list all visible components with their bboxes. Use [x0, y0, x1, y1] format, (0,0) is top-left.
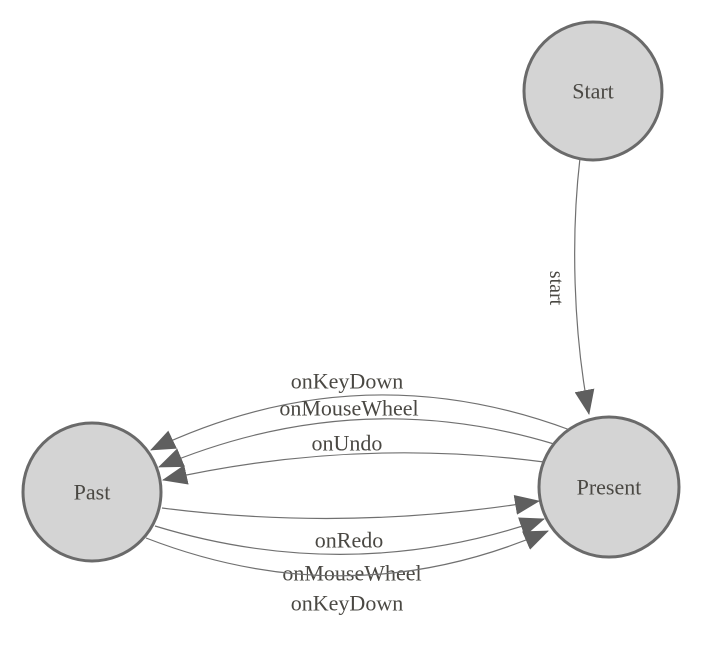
edge-present-to-past: onMouseWheel [158, 396, 555, 468]
edge-past-to-present: onMouseWheel [154, 517, 545, 586]
edge-present-to-past: onKeyDown [150, 369, 571, 451]
node-present-label: Present [577, 475, 642, 500]
edge-label: onRedo [315, 528, 383, 553]
edge-present-past-path[interactable] [162, 452, 545, 485]
node-start-label: Start [572, 79, 614, 104]
edge-present-past-path[interactable] [158, 418, 555, 468]
node-start-circle[interactable] [522, 20, 664, 162]
edge-label: onKeyDown [291, 591, 403, 616]
node-past-label: Past [74, 480, 111, 505]
edge-start-present-path[interactable] [574, 157, 595, 415]
node-past-circle[interactable] [21, 421, 163, 563]
edge-label: onKeyDown [291, 369, 403, 394]
edge-label: onUndo [312, 431, 383, 456]
edge-present-to-past: onUndo [162, 431, 545, 485]
edge-past-present-path[interactable] [154, 517, 545, 555]
edge-present-past-path[interactable] [150, 394, 571, 451]
node-past[interactable]: Past [21, 421, 163, 563]
node-start[interactable]: Start [522, 20, 664, 162]
edge-past-present-path[interactable] [161, 495, 540, 520]
edge-past-present-path[interactable] [145, 530, 549, 577]
edges-layer: startonKeyDownonMouseWheelonUndoonRedoon… [145, 157, 595, 616]
node-present-circle[interactable] [537, 415, 681, 559]
node-present[interactable]: Present [537, 415, 681, 559]
edge-past-to-present: onRedo [161, 495, 540, 553]
edge-past-to-present: onKeyDown [145, 530, 549, 616]
edge-label: onMouseWheel [282, 561, 421, 586]
edge-start-to-present: start [545, 157, 595, 415]
edge-label: start [545, 271, 567, 306]
edge-label: onMouseWheel [279, 396, 418, 421]
